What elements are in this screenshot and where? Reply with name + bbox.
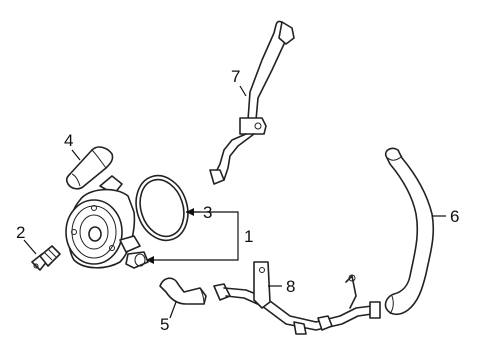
leader-7 — [239, 85, 247, 97]
callout-6: 6 — [450, 207, 459, 226]
leader-5 — [169, 301, 177, 319]
part-5-small-hose — [159, 277, 207, 305]
callout-labels: 7 4 2 3 1 5 8 6 — [16, 67, 459, 334]
callout-3: 3 — [203, 203, 212, 222]
arrowheads — [146, 208, 194, 264]
callout-5: 5 — [160, 315, 169, 334]
part-8-lower-pipe — [213, 261, 381, 335]
callout-8: 8 — [286, 277, 295, 296]
part-2-bolt-fitting — [31, 245, 61, 271]
leader-4 — [71, 149, 81, 161]
part-1-oil-cooler — [65, 175, 149, 269]
part-7-upper-pipe — [209, 20, 295, 185]
leader-2 — [23, 239, 37, 255]
callout-7: 7 — [231, 67, 240, 86]
callout-2: 2 — [16, 223, 25, 242]
callout-4: 4 — [64, 131, 73, 150]
leader-1 — [150, 211, 239, 261]
arrowhead-3 — [186, 208, 194, 216]
callout-1: 1 — [244, 227, 253, 246]
part-3-gasket-ring — [135, 174, 189, 242]
part-6-long-hose — [384, 147, 435, 316]
leader-lines — [23, 85, 446, 319]
part-4-short-hose — [65, 146, 114, 190]
arrowhead-1 — [146, 256, 154, 264]
